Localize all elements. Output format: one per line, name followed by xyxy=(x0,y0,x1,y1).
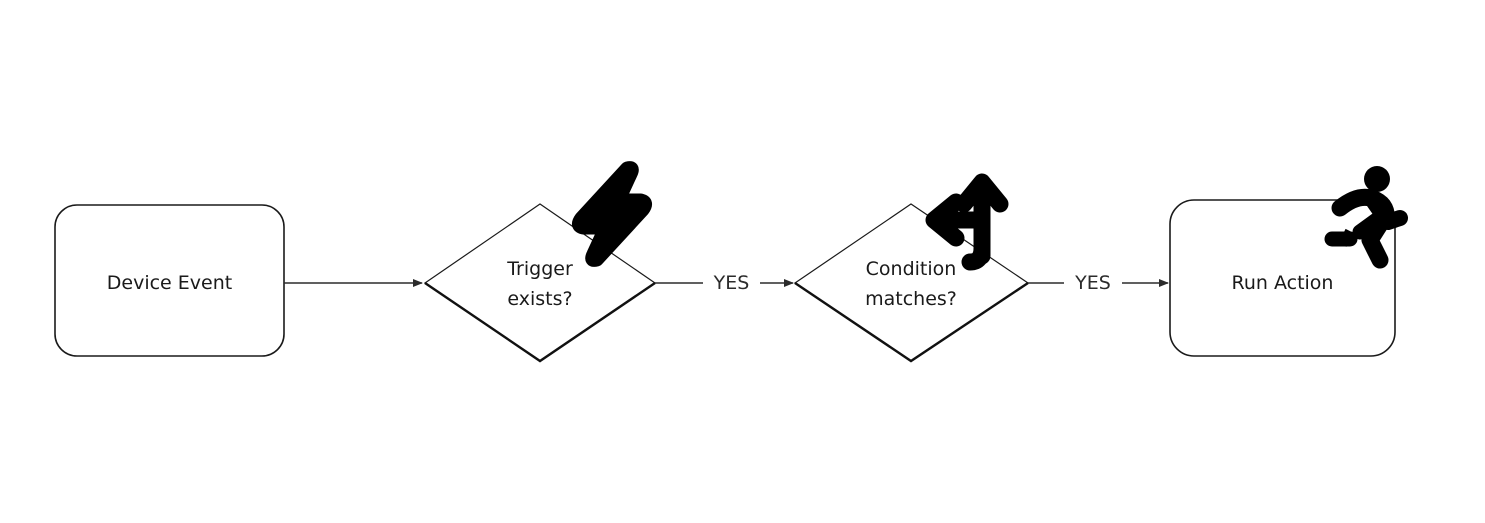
node-condition-matches[interactable] xyxy=(793,203,1030,362)
lightning-bolt-icon xyxy=(571,161,653,267)
node-condition-matches-shadow-edge xyxy=(794,282,1029,363)
edge-label-yes-1: YES xyxy=(713,272,750,294)
edge-label-yes-2: YES xyxy=(1075,272,1111,294)
node-device-event[interactable] xyxy=(54,204,285,357)
node-trigger-exists-shadow-edge xyxy=(424,282,656,363)
running-person-icon xyxy=(1324,166,1408,269)
branch-arrow-icon xyxy=(925,173,1009,271)
